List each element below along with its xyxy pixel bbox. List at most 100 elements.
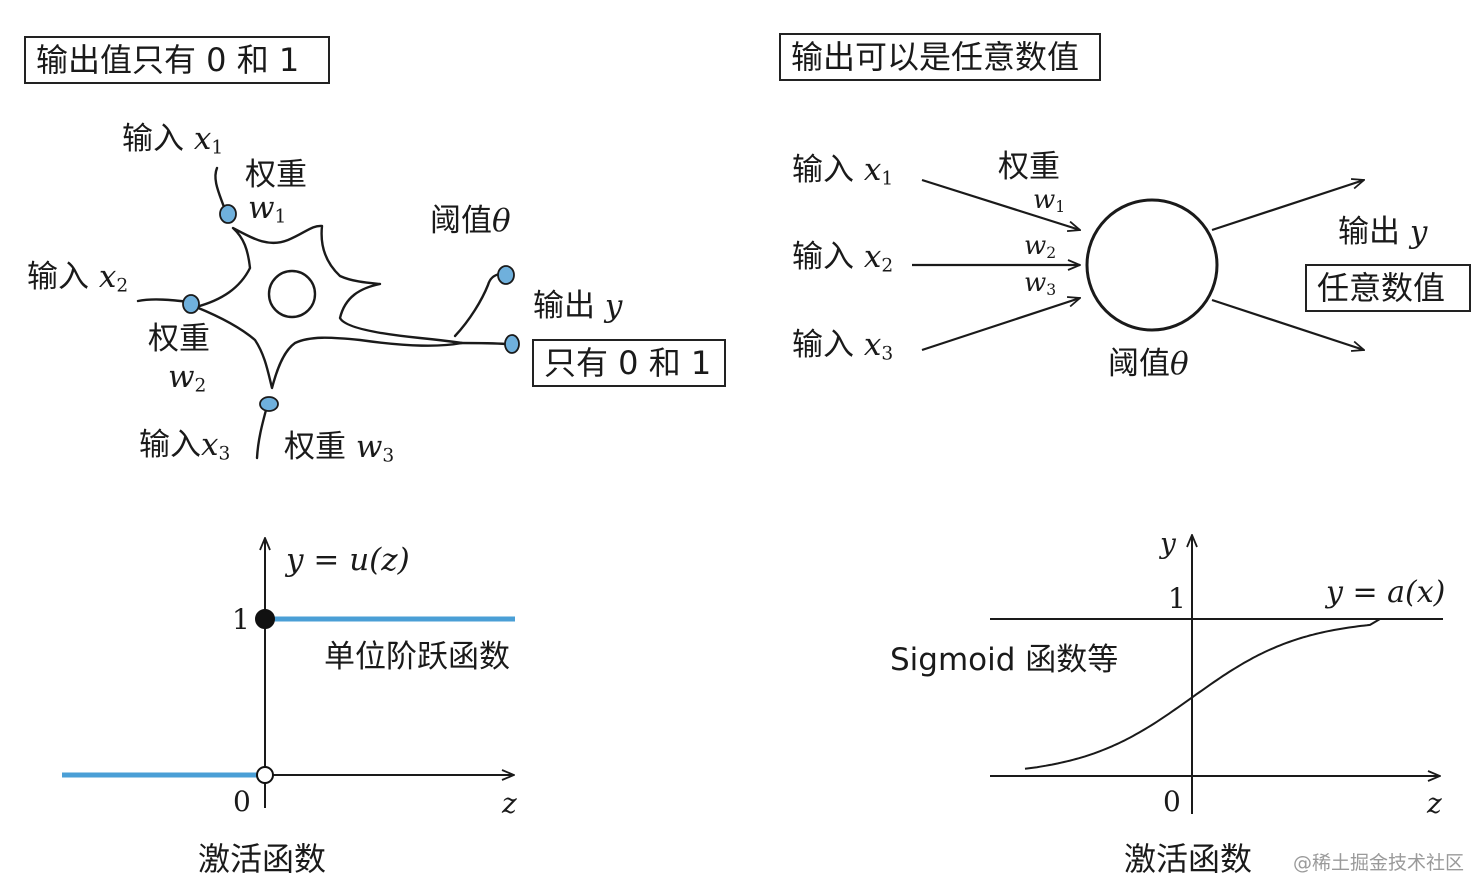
- left-caption: 激活函数: [198, 840, 327, 878]
- neuron-nucleus: [267, 269, 317, 319]
- r-threshold-text: 阈值: [1108, 346, 1170, 382]
- w3-symbol: w: [355, 429, 383, 465]
- synapse-output-2: [504, 334, 520, 354]
- input-2-label: 输入 x2: [27, 259, 128, 296]
- r-w1-symbol: w: [1033, 185, 1056, 215]
- x2-symbol: x: [98, 259, 117, 295]
- dendrite-input-2: [136, 298, 192, 304]
- r-x2-subscript: 2: [881, 255, 894, 277]
- r-output-text: 输出: [1338, 214, 1400, 250]
- input-1-text: 输入: [122, 121, 184, 157]
- right-caption: 激活函数: [1124, 840, 1253, 878]
- dendrite-input-1: [214, 166, 227, 212]
- sig-axis-z: z: [1427, 787, 1442, 820]
- synapse-3: [259, 396, 279, 412]
- step-axis-z: z: [502, 787, 517, 820]
- r-theta-symbol: θ: [1170, 346, 1189, 382]
- sig-axis-y: y: [1160, 527, 1176, 560]
- y-symbol: y: [604, 288, 623, 324]
- neuron-node: [1085, 198, 1219, 332]
- output-arrow-2: [1211, 298, 1364, 350]
- r-input-2-text: 输入: [792, 239, 854, 275]
- sig-tick-zero: 0: [1163, 785, 1181, 818]
- r-x1-subscript: 1: [881, 168, 894, 190]
- step-formula: y = u(z): [286, 542, 410, 578]
- synapse-1: [219, 204, 237, 224]
- r-threshold-label: 阈值θ: [1108, 349, 1189, 380]
- r-w3-symbol: w: [1024, 268, 1047, 298]
- right-title: 输出可以是任意数值: [779, 33, 1101, 81]
- sig-function-name: Sigmoid 函数等: [890, 642, 1119, 678]
- w1-symbol: w: [248, 190, 275, 226]
- weight-3-text: 权重: [284, 429, 346, 465]
- output-text: 输出: [533, 288, 595, 324]
- output-arrow-1: [1211, 180, 1364, 232]
- r-x2-symbol: x: [863, 239, 882, 275]
- step-tick-one: 1: [232, 603, 250, 636]
- step-open-dot: [256, 766, 274, 784]
- w2-subscript: 2: [194, 375, 207, 397]
- w1-label: w1: [248, 190, 286, 227]
- synapse-2: [182, 294, 200, 314]
- synapse-markers: [182, 204, 520, 412]
- r-x3-subscript: 3: [881, 343, 894, 365]
- r-w3-subscript: 3: [1046, 280, 1057, 299]
- x3-subscript: 3: [218, 443, 231, 465]
- r-x3-symbol: x: [863, 327, 882, 363]
- sig-tick-one: 1: [1168, 582, 1186, 615]
- step-closed-dot: [255, 609, 275, 629]
- w2-symbol: w: [168, 359, 195, 395]
- r-input-1-label: 输入 x1: [792, 152, 893, 189]
- sig-formula: y = a(x): [1326, 575, 1446, 610]
- watermark: @稀土掘金技术社区: [1293, 852, 1465, 874]
- input-2-text: 输入: [27, 259, 89, 295]
- r-y-symbol: y: [1409, 214, 1428, 250]
- left-output-box: 只有 0 和 1: [532, 339, 726, 387]
- input-1-label: 输入 x1: [122, 121, 223, 158]
- x1-subscript: 1: [211, 137, 224, 159]
- r-w2-symbol: w: [1024, 231, 1047, 261]
- x1-symbol: x: [193, 121, 212, 157]
- step-function-name: 单位阶跃函数: [324, 639, 510, 675]
- threshold-label: 阈值θ: [430, 206, 511, 237]
- neuron-cell-body: [194, 224, 464, 390]
- input-3-label: 输入x3: [139, 427, 230, 464]
- step-tick-zero: 0: [233, 785, 251, 818]
- r-w1-label: w1: [1033, 185, 1066, 216]
- w2-label: w2: [168, 359, 206, 396]
- axon-terminal-lower: [457, 341, 508, 346]
- weight-3-label: 权重 w3: [284, 429, 394, 466]
- r-x1-symbol: x: [863, 152, 882, 188]
- r-input-3-label: 输入 x3: [792, 327, 893, 364]
- sigmoid-curve: [1024, 618, 1381, 770]
- input-arrow-3: [921, 298, 1080, 352]
- r-input-2-label: 输入 x2: [792, 239, 893, 276]
- output-label: 输出 y: [533, 291, 622, 322]
- r-input-3-text: 输入: [792, 327, 854, 363]
- w3-subscript: 3: [382, 445, 395, 467]
- weight-2-label: 权重: [148, 321, 210, 357]
- model-neuron: [912, 180, 1364, 350]
- r-input-1-text: 输入: [792, 152, 854, 188]
- weight-1-label: 权重: [245, 157, 307, 193]
- input-3-text: 输入: [139, 427, 201, 463]
- r-w2-label: w2: [1024, 231, 1056, 261]
- x2-subscript: 2: [116, 275, 129, 297]
- theta-symbol: θ: [492, 203, 511, 239]
- x3-symbol: x: [201, 427, 219, 463]
- synapse-output-1: [497, 265, 515, 285]
- r-w1-subscript: 1: [1055, 197, 1066, 216]
- w1-subscript: 1: [274, 206, 287, 228]
- dendrite-input-3: [255, 408, 268, 460]
- axon-terminal-upper: [453, 272, 502, 338]
- left-title: 输出值只有 0 和 1: [24, 36, 330, 84]
- r-w3-label: w3: [1024, 268, 1057, 299]
- right-output-box: 任意数值: [1305, 264, 1471, 312]
- threshold-text: 阈值: [430, 203, 492, 239]
- sigmoid-graph: [990, 535, 1443, 814]
- input-arrow-1: [921, 178, 1080, 230]
- r-output-label: 输出 y: [1338, 217, 1427, 248]
- step-function-graph: [62, 538, 515, 808]
